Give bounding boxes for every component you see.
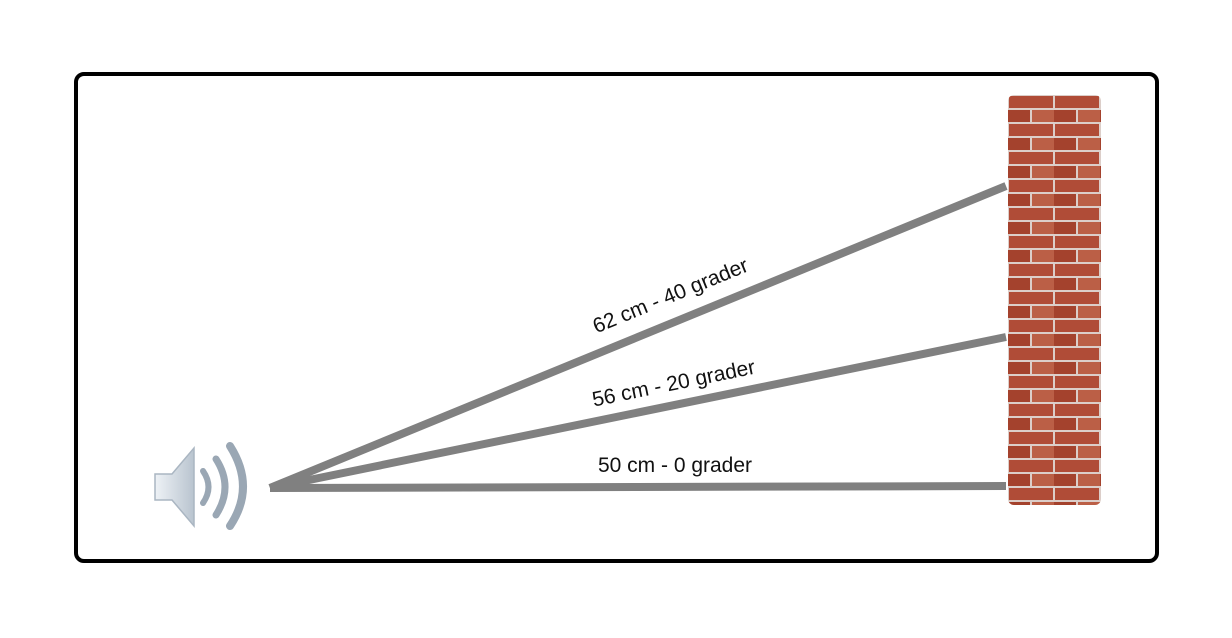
ray-label-0-degrees: 50 cm - 0 grader (598, 454, 752, 477)
speaker-volume-icon (154, 442, 247, 530)
ray-20-degrees (269, 333, 1007, 492)
diagram-frame (74, 72, 1159, 563)
sound-rays (268, 182, 1008, 492)
ray-40-degrees (268, 182, 1008, 492)
brick-wall (1008, 95, 1101, 505)
ray-0-degrees (269, 482, 1007, 492)
